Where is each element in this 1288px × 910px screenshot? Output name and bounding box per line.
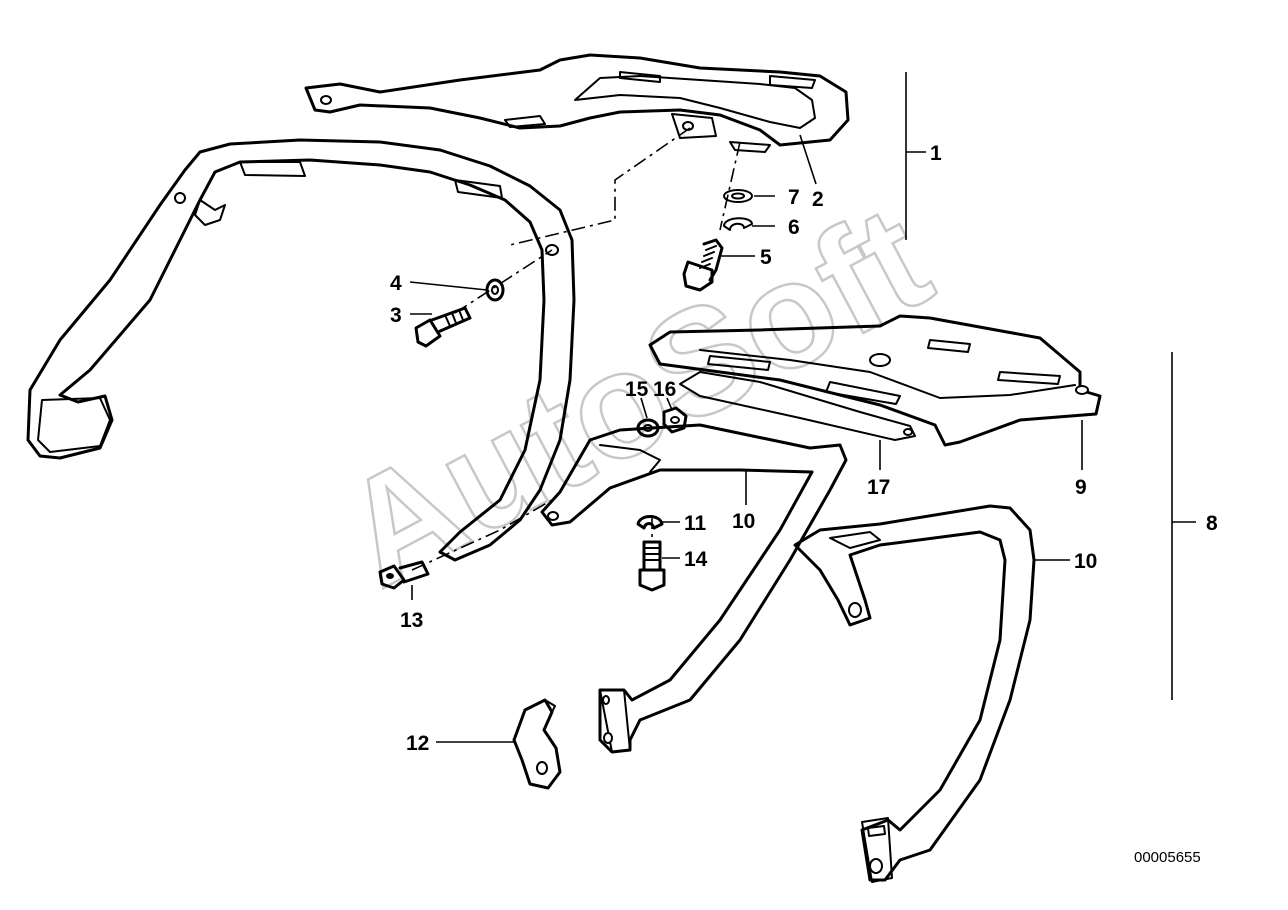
- part-spring-washer-6: [723, 217, 753, 231]
- callout-11: 11: [684, 512, 707, 535]
- alignment-line-bolt-13: [411, 499, 553, 571]
- callout-10-left: 10: [732, 510, 755, 533]
- part-hex-bolt-5: [682, 238, 724, 292]
- callout-9: 9: [1075, 476, 1087, 499]
- callout-5: 5: [760, 246, 772, 269]
- callout-8: 8: [1206, 512, 1218, 535]
- callout-7: 7: [788, 186, 800, 209]
- part-grab-rail-left: [26, 138, 576, 562]
- part-bracket-10-right: [793, 504, 1036, 883]
- part-nut-16: [662, 406, 688, 434]
- callout-17: 17: [867, 476, 890, 499]
- part-plate-17: [679, 371, 916, 441]
- document-number: 00005655: [1134, 849, 1201, 866]
- part-grab-handle-upper: [304, 53, 850, 153]
- part-bolt-13: [378, 560, 430, 590]
- alignment-line-handle: [509, 127, 691, 246]
- callout-3: 3: [390, 304, 402, 327]
- part-washer-4: [485, 278, 505, 302]
- alignment-line-bolt-3: [454, 249, 553, 314]
- part-washer-7: [723, 189, 753, 203]
- callout-2: 2: [812, 188, 824, 211]
- callout-12: 12: [406, 732, 429, 755]
- callout-1: 1: [930, 142, 942, 165]
- callout-4: 4: [390, 272, 402, 295]
- part-clamp-12: [512, 698, 562, 790]
- part-spring-washer-11: [636, 515, 664, 530]
- part-luggage-rack-9: [648, 314, 1102, 447]
- callout-10-right: 10: [1074, 550, 1097, 573]
- part-bracket-10-left: [540, 423, 848, 754]
- leader-lines: [409, 134, 1083, 743]
- alignment-line-bolt-5: [719, 141, 741, 231]
- callout-14: 14: [684, 548, 708, 571]
- callout-6: 6: [788, 216, 800, 239]
- callout-15: 15: [625, 378, 649, 401]
- callout-16: 16: [653, 378, 676, 401]
- part-socket-bolt-3: [414, 306, 472, 348]
- callout-13: 13: [400, 609, 423, 632]
- part-bolt-14: [638, 540, 666, 592]
